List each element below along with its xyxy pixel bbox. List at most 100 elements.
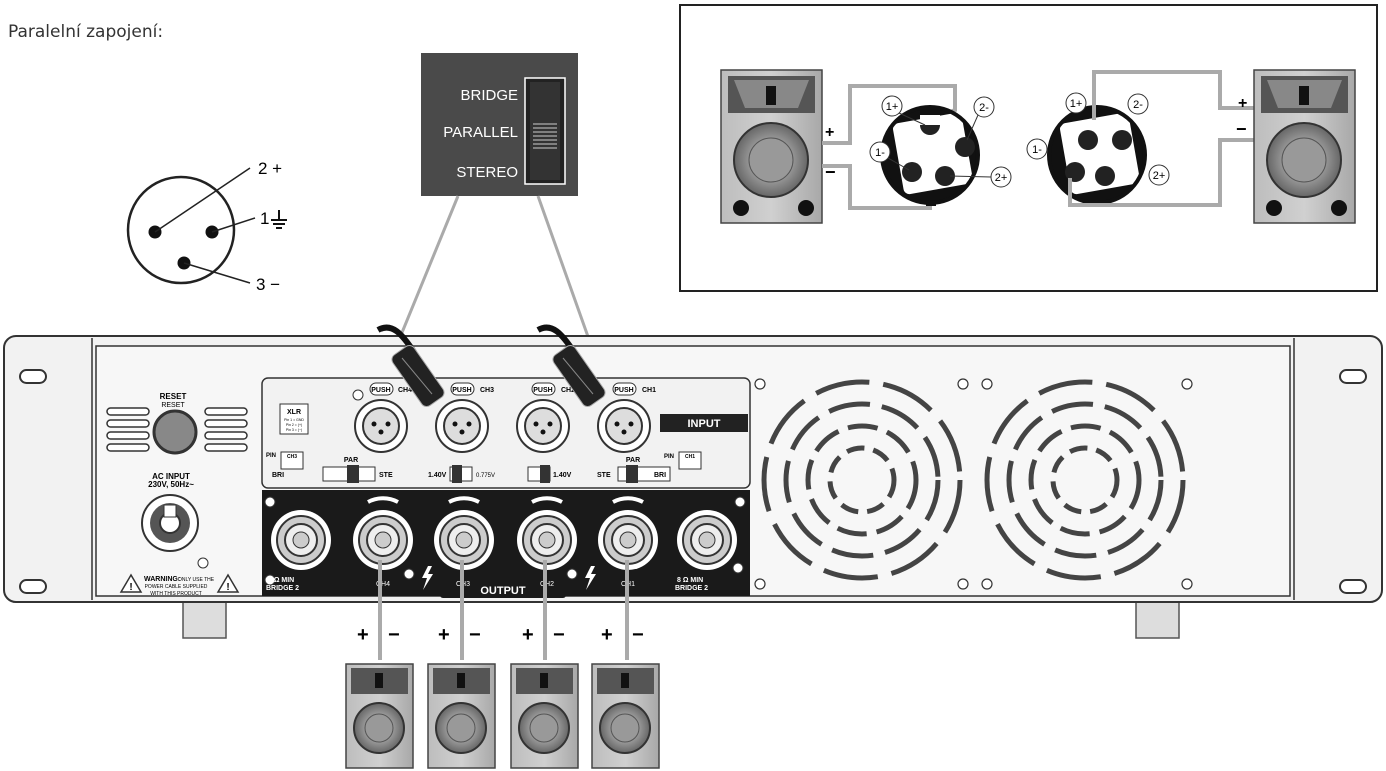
speakon-b-2minus: 2- bbox=[1133, 99, 1143, 111]
warning-text-3: WITH THIS PRODUCT bbox=[150, 591, 202, 597]
xlr-pinout: 2 + 1 3 − bbox=[126, 159, 287, 294]
input-channel-label: CH3 bbox=[480, 387, 494, 394]
push-label: PUSH bbox=[452, 387, 471, 394]
bridge-left-label: BRIDGE 2 bbox=[266, 585, 299, 592]
speakon-a-2plus: 2+ bbox=[995, 172, 1008, 184]
fan-grille-right bbox=[984, 379, 1186, 581]
ohm-left-label: 8 Ω MIN bbox=[268, 577, 294, 584]
ste-left-label: STE bbox=[379, 472, 393, 479]
par-right-label: PAR bbox=[626, 457, 640, 464]
speaker-icon bbox=[510, 663, 579, 769]
output-wires bbox=[378, 560, 629, 660]
xlr-cable bbox=[376, 324, 445, 407]
par-left-label: PAR bbox=[344, 457, 358, 464]
xlr-input-ch4[interactable]: PUSH CH4 bbox=[352, 382, 412, 453]
xlr-label: XLR bbox=[287, 409, 301, 416]
polarity-plus: + bbox=[601, 624, 613, 646]
bri-left-label: BRI bbox=[272, 472, 284, 479]
polarity-minus: − bbox=[553, 624, 565, 646]
speaker-icon bbox=[720, 69, 823, 224]
amplifier-rear-panel: RESET RESET AC INPUT 230V, 50Hz~ ! ! WAR… bbox=[3, 324, 1383, 639]
xlr-pin-text: Pin 2 = (+) bbox=[286, 423, 302, 427]
warning-label: WARNING: bbox=[144, 576, 180, 583]
speaker-right-plus: + bbox=[1238, 95, 1247, 112]
warning-text-1: ONLY USE THE bbox=[178, 577, 215, 583]
speaker-left-plus: + bbox=[825, 124, 834, 141]
svg-text:!: ! bbox=[226, 582, 229, 593]
polarity-plus: + bbox=[522, 624, 534, 646]
speakon-output-ch4[interactable]: CH4 bbox=[353, 496, 413, 588]
speakon-output-ch3[interactable]: CH3 bbox=[434, 496, 494, 588]
lightning-icon bbox=[422, 566, 596, 590]
speakon-detail-box: + − 1+ 1- 2- 2+ bbox=[679, 4, 1378, 292]
bri-right-label: BRI bbox=[654, 472, 666, 479]
xlr-pin2-label: 2 + bbox=[258, 159, 282, 178]
polarity-minus: − bbox=[388, 624, 400, 646]
input-channel-label: CH4 bbox=[398, 387, 412, 394]
pin-label-right: PIN bbox=[664, 454, 674, 460]
output-channel-label: CH2 bbox=[540, 581, 554, 588]
output-panel bbox=[262, 490, 750, 596]
warning-icon: ! ! bbox=[119, 573, 240, 593]
input-channel-label: CH2 bbox=[561, 387, 575, 394]
speakon-output-ch1[interactable]: CH1 bbox=[598, 496, 658, 588]
xlr-pin1-label: 1 bbox=[260, 209, 269, 228]
polarity-plus: + bbox=[438, 624, 450, 646]
speakon-a-1plus: 1+ bbox=[886, 101, 899, 113]
xlr-shell bbox=[126, 175, 236, 285]
polarity-minus: − bbox=[469, 624, 481, 646]
ch3-box-label: CH3 bbox=[287, 454, 297, 460]
fan-grille-left bbox=[761, 379, 963, 581]
speaker-icon bbox=[591, 663, 660, 769]
xlr-input-ch3[interactable]: PUSH CH3 bbox=[435, 382, 494, 453]
speakon-a-1minus: 1- bbox=[875, 147, 885, 159]
warning-text-2: POWER CABLE SUPPLIED bbox=[145, 584, 208, 590]
xlr-input-ch2[interactable]: PUSH CH2 bbox=[516, 382, 575, 453]
ac-voltage-label: 230V, 50Hz~ bbox=[148, 480, 194, 489]
speaker-left-minus: − bbox=[825, 162, 836, 182]
polarity-minus: − bbox=[632, 624, 644, 646]
xlr-pin-text: Pin 3 = (−) bbox=[286, 428, 302, 432]
bridge-output-right[interactable] bbox=[677, 510, 737, 570]
switch-stereo-label: STEREO bbox=[456, 164, 518, 181]
ste-right-label: STE bbox=[597, 472, 611, 479]
bridge-right-label: BRIDGE 2 bbox=[675, 585, 708, 592]
ac-input-label: AC INPUT bbox=[152, 472, 190, 481]
switch-knob bbox=[533, 123, 557, 149]
speaker-icon bbox=[1253, 69, 1356, 224]
panel-screws bbox=[754, 378, 1193, 590]
switch-parallel-label: PARALLEL bbox=[443, 124, 518, 141]
bridge-output-left[interactable] bbox=[271, 510, 331, 570]
polarity-plus: + bbox=[357, 624, 369, 646]
speaker-right-minus: − bbox=[1236, 119, 1247, 139]
switch-bridge-label: BRIDGE bbox=[460, 87, 518, 104]
ch1-box-label: CH1 bbox=[685, 454, 695, 460]
speakon-a-2minus: 2- bbox=[979, 102, 989, 114]
ohm-right-label: 8 Ω MIN bbox=[677, 577, 703, 584]
reset-label-2: RESET bbox=[161, 402, 185, 409]
xlr-pin-text: Pin 1 = GND bbox=[284, 418, 304, 422]
speakon-connector bbox=[1047, 105, 1147, 206]
page-title: Paralelní zapojení: bbox=[8, 22, 164, 42]
sens-mid-label: 0.775V bbox=[476, 473, 495, 479]
push-label: PUSH bbox=[371, 387, 390, 394]
output-label: OUTPUT bbox=[480, 585, 526, 597]
push-label: PUSH bbox=[614, 387, 633, 394]
power-inlet bbox=[141, 494, 209, 569]
xlr-cable bbox=[536, 324, 606, 407]
input-channel-label: CH1 bbox=[642, 387, 656, 394]
speaker-icon bbox=[427, 663, 496, 769]
pin-label-left: PIN bbox=[266, 453, 276, 459]
reset-button[interactable] bbox=[152, 409, 198, 455]
vent-slots-left bbox=[106, 407, 248, 452]
speakon-b-2plus: 2+ bbox=[1153, 170, 1166, 182]
push-label: PUSH bbox=[533, 387, 552, 394]
sens-left-label: 1.40V bbox=[428, 472, 447, 479]
input-label: INPUT bbox=[688, 418, 721, 430]
speakon-b-1plus: 1+ bbox=[1070, 98, 1083, 110]
ground-icon bbox=[271, 210, 287, 229]
xlr-pin3-label: 3 − bbox=[256, 275, 280, 294]
xlr-input-ch1[interactable]: PUSH CH1 bbox=[597, 382, 656, 453]
speaker-icon bbox=[345, 663, 414, 769]
